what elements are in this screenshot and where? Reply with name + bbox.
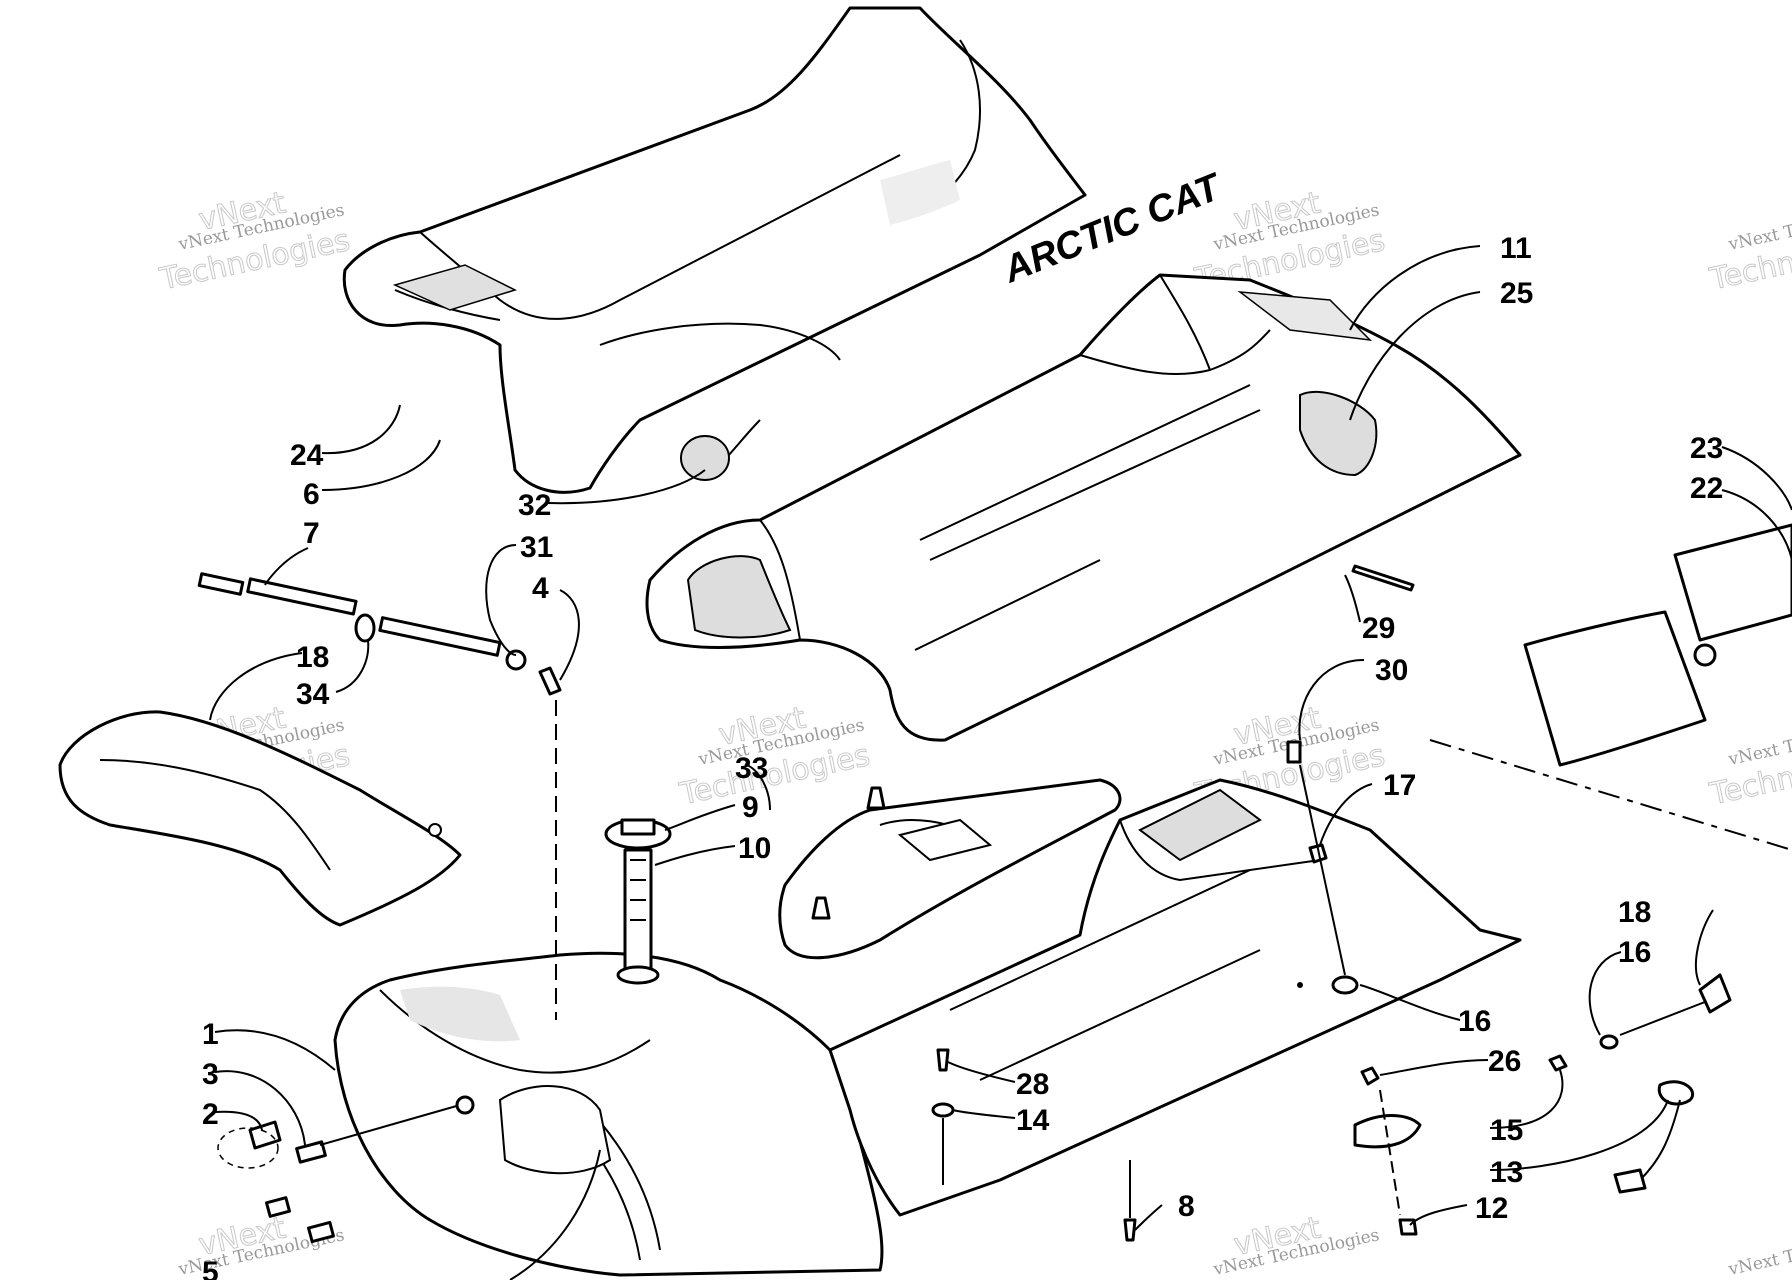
leader-lines xyxy=(209,245,1792,1280)
seat-base-tray xyxy=(828,778,1522,1217)
callout-16: 16 xyxy=(1458,1005,1491,1038)
gas-cap-assembly xyxy=(604,818,672,985)
callout-3: 3 xyxy=(202,1058,219,1091)
callout-27: 26 xyxy=(1488,1045,1521,1078)
callout-30: 30 xyxy=(1375,654,1408,687)
callout-8: 8 xyxy=(1178,1190,1195,1223)
hardware-parts xyxy=(217,523,1792,1244)
callout-14: 14 xyxy=(1016,1104,1050,1137)
callout-25: 24 xyxy=(290,439,324,472)
callout-4: 4 xyxy=(532,572,549,605)
callout-6: 6 xyxy=(303,478,320,511)
callout-28: 28 xyxy=(1016,1068,1049,1101)
callout-32: 32 xyxy=(518,489,551,522)
callout-2: 2 xyxy=(202,1098,219,1131)
callout-24: 18 xyxy=(296,641,329,674)
callout-labels: 11 25 23 22 24 6 32 31 7 4 29 30 18 34 3… xyxy=(202,232,1723,1280)
fuel-tank-base xyxy=(333,951,884,1277)
callout-23: 23 xyxy=(1690,432,1723,465)
callout-33: 33 xyxy=(735,752,768,785)
callout-26: 25 xyxy=(1500,277,1533,310)
callout-15: 15 xyxy=(1490,1114,1523,1147)
callout-9: 9 xyxy=(742,791,759,824)
seat-lower xyxy=(645,273,1522,742)
side-console xyxy=(778,778,1122,960)
callout-5: 5 xyxy=(202,1256,219,1280)
callout-11: 11 xyxy=(1500,232,1532,265)
callout-10: 10 xyxy=(738,832,771,865)
callout-1: 1 xyxy=(202,1018,219,1051)
vent-hose-assembly xyxy=(197,572,562,1020)
callout-13: 13 xyxy=(1490,1156,1523,1189)
callout-34: 34 xyxy=(296,678,330,711)
callout-17: 17 xyxy=(1383,769,1416,802)
callout-18: 18 xyxy=(1618,896,1651,929)
callout-12: 12 xyxy=(1475,1192,1508,1225)
callout-7: 7 xyxy=(303,517,320,550)
callout-16-right: 16 xyxy=(1618,936,1651,969)
watermark-text: vNext Technologies xyxy=(1726,1225,1792,1280)
callout-31: 31 xyxy=(520,531,553,564)
left-side-panel xyxy=(58,710,462,927)
callout-22: 22 xyxy=(1690,472,1723,505)
seat-foam-patch xyxy=(680,435,730,481)
callout-29: 29 xyxy=(1362,612,1395,645)
